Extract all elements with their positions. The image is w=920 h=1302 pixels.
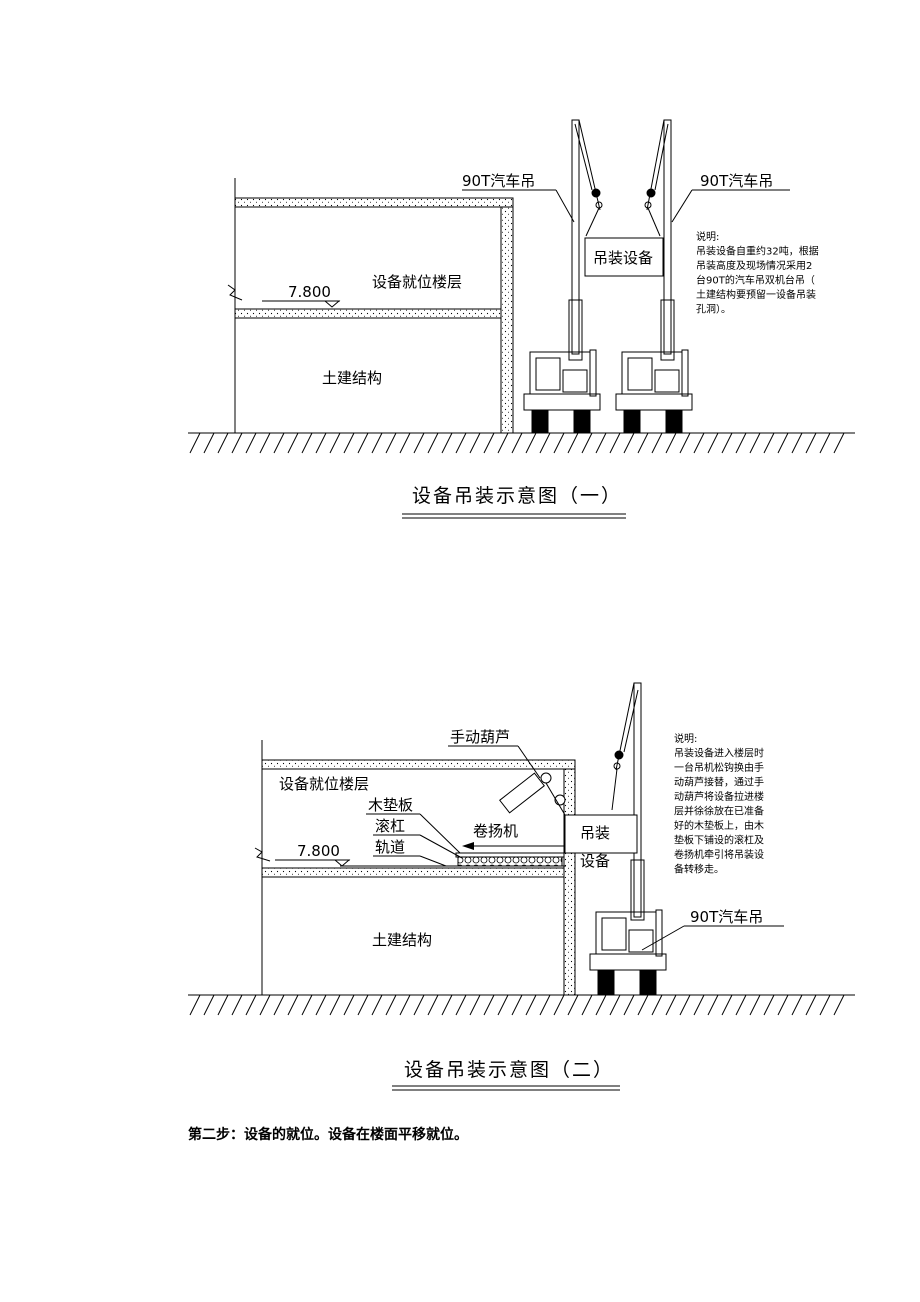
note-line: 土建结构要预留一设备吊装 (696, 288, 816, 301)
building-structure-2 (254, 740, 576, 996)
note-block-2: 说明: 吊装设备进入楼层时一台吊机松钩换由手动葫芦接替，通过手动葫芦将设备拉进楼层… (674, 732, 764, 876)
step-text: 第二步：设备的就位。设备在楼面平移就位。 (188, 1127, 468, 1143)
figure-2: 7.800 设备就位楼层 土建结构 木垫板 滚杠 轨道 卷扬机 手动葫芦 (188, 682, 855, 1091)
floor-label: 设备就位楼层 (372, 273, 462, 291)
crane-right (615, 119, 693, 433)
svg-text:木垫板: 木垫板 (368, 796, 413, 814)
roller-label: 滚杠 (373, 817, 463, 859)
note-line: 说明: (674, 732, 697, 745)
note-line: 吊装设备进入楼层时 (674, 747, 764, 760)
equipment-box-2: 吊装 设备 (564, 814, 638, 870)
svg-text:轨道: 轨道 (375, 838, 405, 856)
ground-line-2 (188, 994, 855, 1016)
structure-label: 土建结构 (322, 369, 382, 387)
svg-text:设备: 设备 (580, 852, 610, 870)
note-line: 层并徐徐放在已准备 (674, 805, 764, 818)
wood-pad-label: 木垫板 (366, 796, 461, 854)
note-line: 动葫芦接替，通过手 (674, 776, 764, 789)
svg-text:手动葫芦: 手动葫芦 (450, 728, 510, 746)
svg-text:90T汽车吊: 90T汽车吊 (462, 172, 535, 190)
crane-left (523, 119, 603, 433)
svg-text:90T汽车吊: 90T汽车吊 (690, 908, 763, 926)
winch-label: 卷扬机 (473, 822, 518, 840)
svg-text:设备吊装示意图（一）: 设备吊装示意图（一） (412, 485, 622, 507)
track-label: 轨道 (373, 838, 447, 867)
svg-text:滚杠: 滚杠 (375, 817, 405, 835)
note-line: 好的木垫板上，由木 (674, 819, 764, 832)
building-structure-1 (227, 178, 514, 434)
note-line: 一台吊机松钩换由手 (674, 761, 764, 774)
note-line: 卷扬机牵引将吊装设 (674, 848, 764, 861)
equipment-label: 吊装设备 (593, 249, 653, 267)
chain-hoist: 手动葫芦 (448, 728, 566, 816)
level-text: 7.800 (288, 283, 331, 301)
note-line: 垫板下铺设的滚杠及 (674, 834, 764, 847)
svg-text:设备吊装示意图（二）: 设备吊装示意图（二） (404, 1059, 614, 1081)
level-marker-1: 7.800 (262, 283, 341, 308)
crane-label-right: 90T汽车吊 (671, 172, 790, 223)
note-line: 台90T的汽车吊双机台吊（ (696, 274, 815, 287)
equipment-box-1: 吊装设备 (584, 237, 664, 277)
note-line: 孔洞）。 (696, 304, 731, 316)
winch-arrow (462, 842, 572, 850)
svg-text:7.800: 7.800 (297, 842, 340, 860)
caption-2: 设备吊装示意图（二） (392, 1059, 620, 1091)
note-line: 吊装高度及现场情况采用2 (696, 259, 812, 272)
note-line: 动葫芦将设备拉进楼 (674, 790, 764, 803)
svg-text:90T汽车吊: 90T汽车吊 (700, 172, 773, 190)
crane-2 (589, 682, 667, 995)
svg-text:吊装: 吊装 (580, 824, 610, 842)
crane-label-2: 90T汽车吊 (641, 908, 784, 951)
note-line: 吊装设备自重约32吨，根据 (696, 245, 819, 258)
figure-1: 7.800 设备就位楼层 土建结构 (188, 119, 855, 519)
caption-1: 设备吊装示意图（一） (402, 485, 626, 519)
crane-label-left: 90T汽车吊 (462, 172, 575, 223)
note-line: 说明: (696, 230, 719, 243)
note-line: 备转移走。 (674, 863, 724, 876)
structure-label: 土建结构 (372, 931, 432, 949)
floor-label: 设备就位楼层 (279, 775, 369, 793)
ground-line-1 (188, 432, 855, 454)
track-rollers (340, 852, 566, 867)
level-marker-2: 7.800 (275, 842, 351, 867)
